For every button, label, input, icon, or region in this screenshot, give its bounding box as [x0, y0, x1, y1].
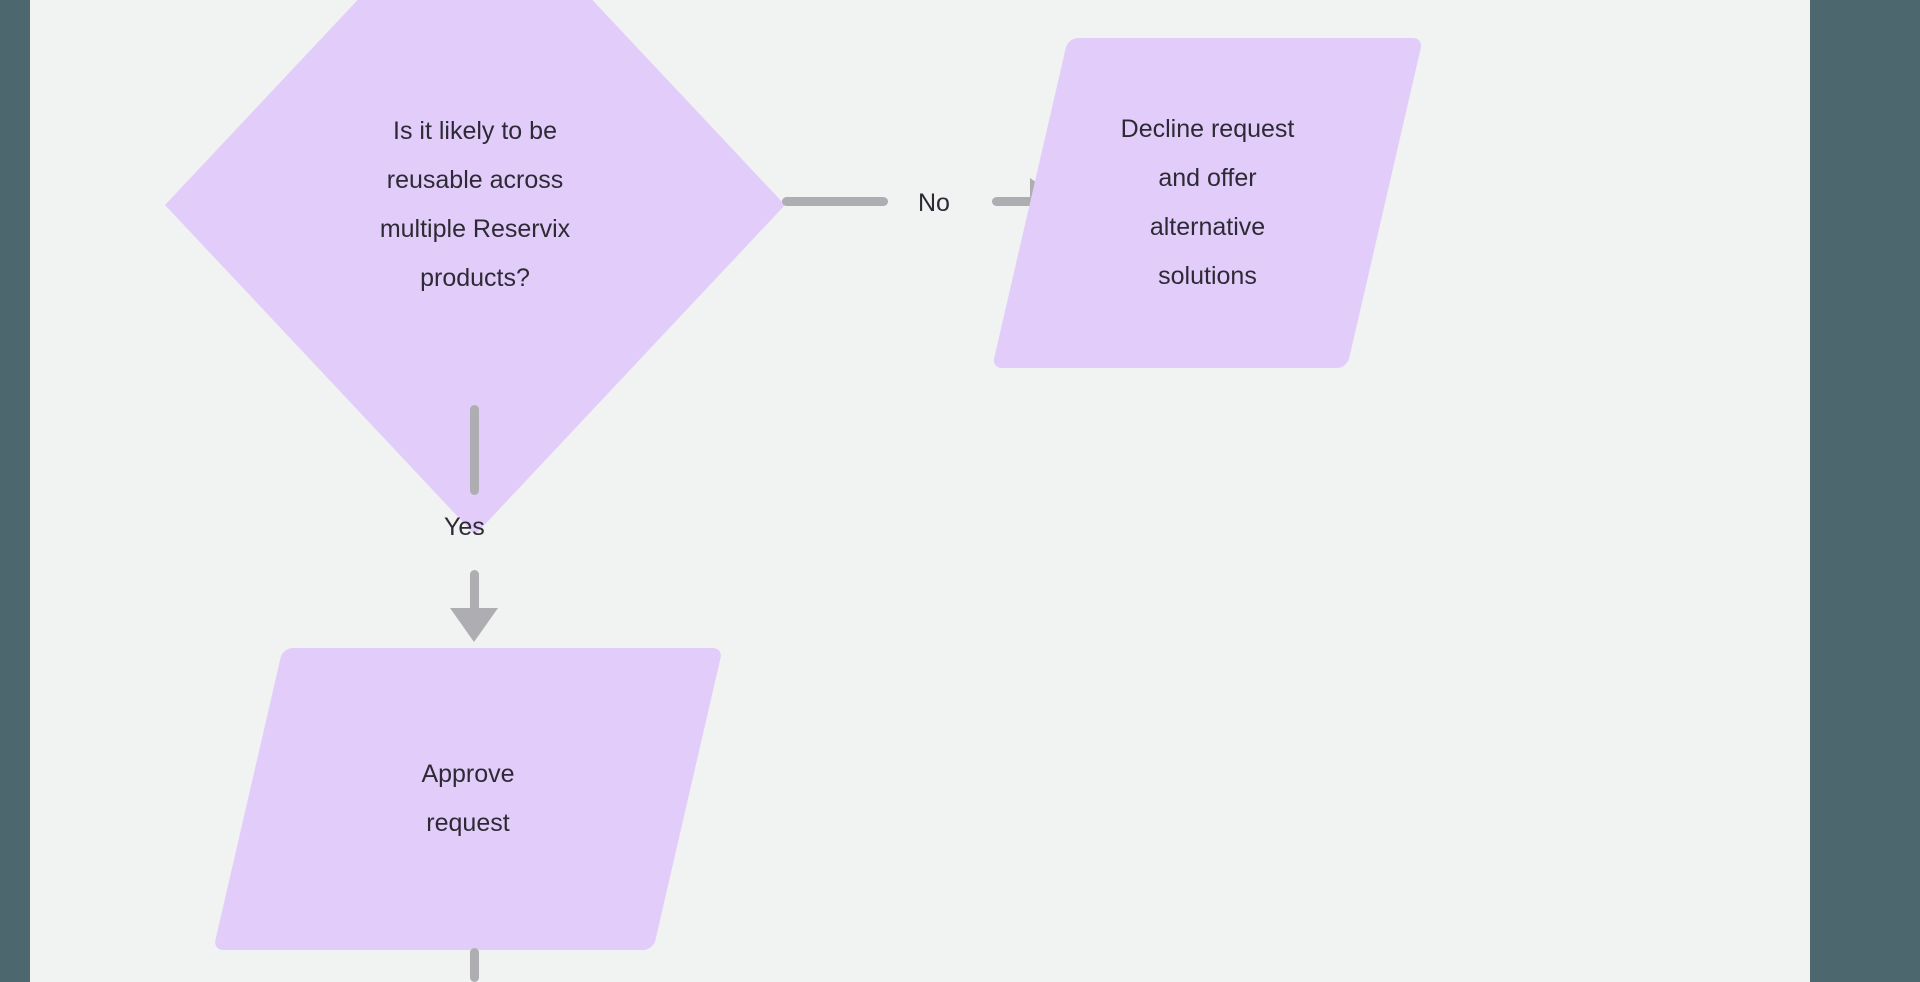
- output-node-approve-label: Approve request: [421, 760, 515, 837]
- edge-yes-line: [470, 405, 479, 495]
- edge-yes-label: Yes: [444, 513, 485, 541]
- edge-no-line: [782, 197, 888, 206]
- edge-no-label: No: [918, 189, 950, 217]
- decision-node-label: Is it likely to be reusable across multi…: [379, 117, 571, 292]
- output-node-approve[interactable]: Approve request: [213, 648, 723, 950]
- right-gutter: [1810, 0, 1920, 982]
- left-gutter: [0, 0, 30, 982]
- edge-yes-arrowhead-icon: [450, 608, 498, 642]
- edge-no-arrow-stem: [992, 197, 1040, 206]
- diagram-canvas[interactable]: Is it likely to be reusable across multi…: [30, 0, 1810, 982]
- output-node-decline-label: Decline request and offer alternative so…: [1120, 115, 1295, 290]
- edge-approve-continue-line: [470, 948, 479, 982]
- edge-yes-arrow-stem: [470, 570, 479, 612]
- output-node-decline[interactable]: Decline request and offer alternative so…: [991, 38, 1424, 368]
